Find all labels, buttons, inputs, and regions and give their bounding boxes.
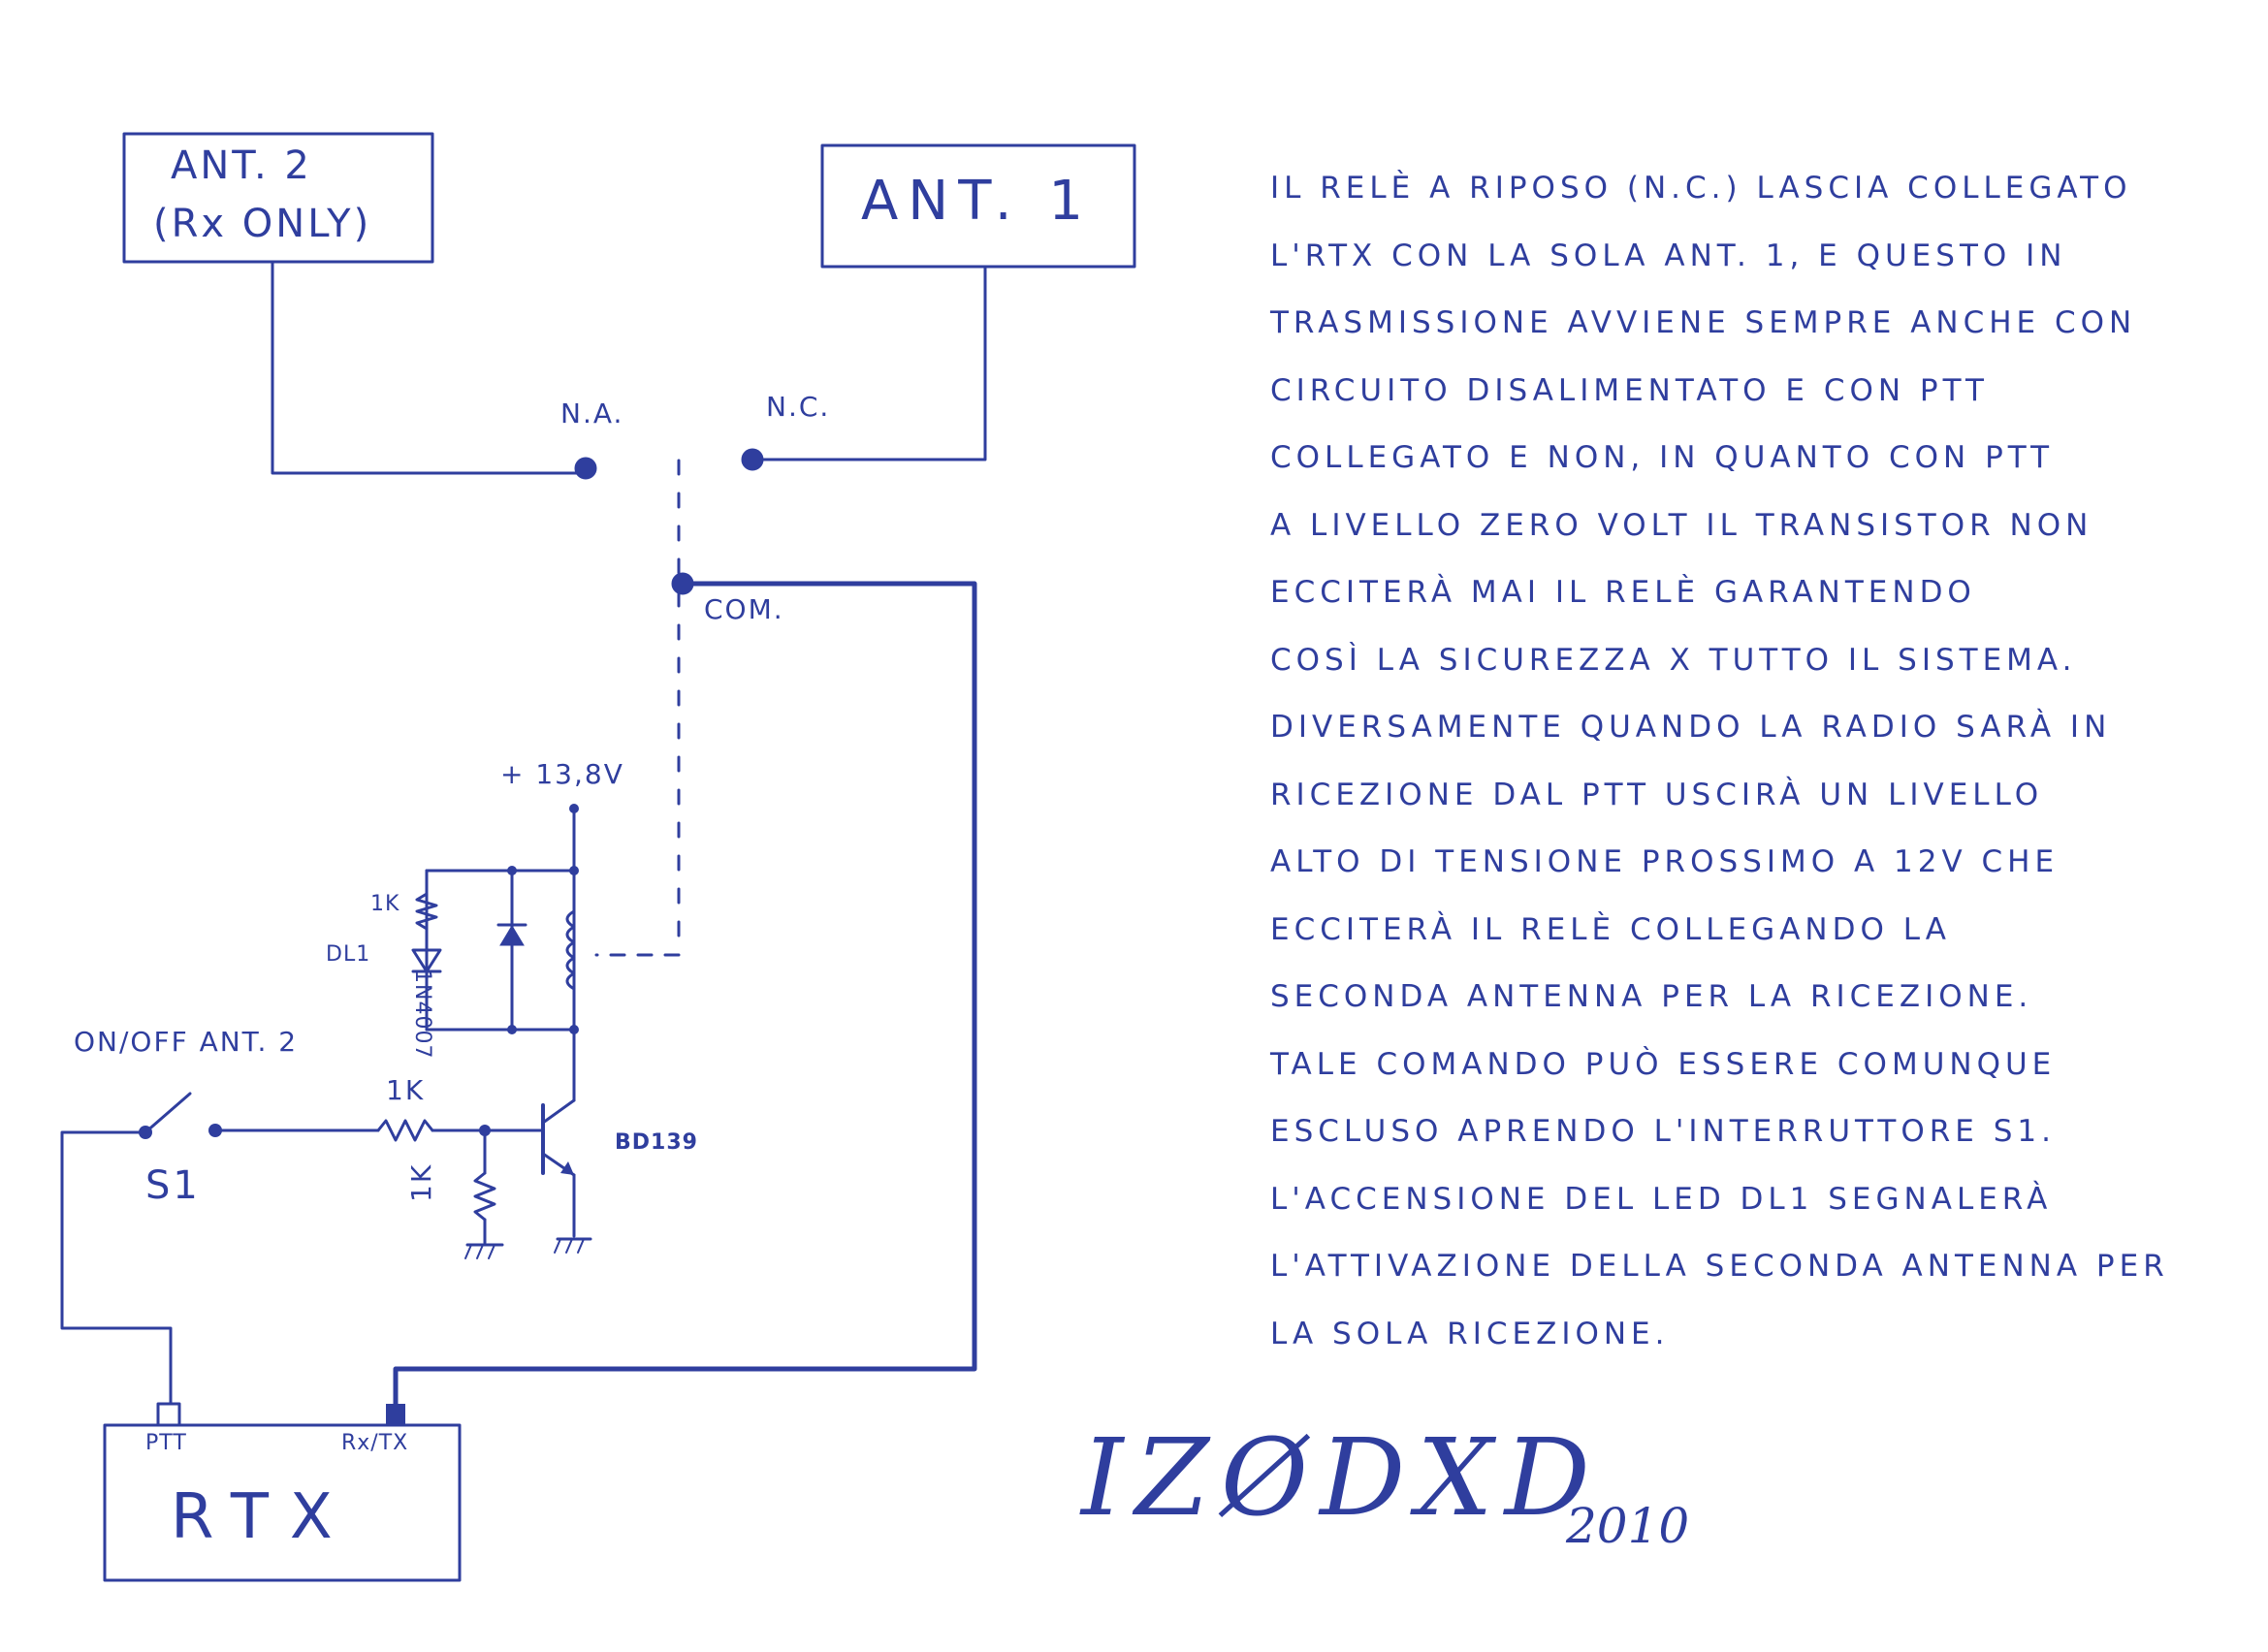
wire-switch-ptt	[60, 1130, 173, 1406]
note-line: ECCITERÀ IL RELÈ COLLEGANDO LA	[1270, 911, 1951, 947]
switch-name-label: S1	[145, 1163, 201, 1208]
rtx-box	[103, 1423, 462, 1582]
diode-label: 1N4007	[410, 969, 434, 1060]
ant2-label-line2: (Rx ONLY)	[153, 202, 372, 246]
rxtx-connector	[386, 1404, 405, 1425]
contact-nc	[741, 448, 764, 471]
note-line: ECCITERÀ MAI IL RELÈ GARANTENDO	[1270, 575, 1976, 610]
wire-com-rtx	[393, 581, 977, 1407]
pulldown-resistor-label: 1K	[405, 1162, 437, 1202]
note-line: COSÌ LA SICUREZZA X TUTTO IL SISTEMA.	[1270, 642, 2077, 678]
wire-ant2-na	[271, 260, 588, 475]
relay-com-label: COM.	[704, 593, 784, 625]
relay-na-label: N.A.	[560, 397, 624, 429]
diode-symbol	[499, 925, 525, 946]
note-line: L'ACCENSIONE DEL LED DL1 SEGNALERÀ	[1270, 1181, 2053, 1217]
relay-coil-symbol	[565, 909, 576, 991]
explanation-notes: IL RELÈ A RIPOSO (N.C.) LASCIA COLLEGATO…	[1270, 155, 2220, 1368]
switch-s1-contact-b	[208, 1124, 222, 1137]
ant1-label: ANT. 1	[861, 170, 1093, 233]
year: 2010	[1566, 1498, 1690, 1554]
author-callsign: IZØDXD	[1081, 1415, 1602, 1540]
note-line: L'ATTIVAZIONE DELLA SECONDA ANTENNA PER	[1270, 1249, 2169, 1284]
note-line: ALTO DI TENSIONE PROSSIMO A 12V CHE	[1270, 844, 2060, 879]
led-label: DL1	[326, 942, 371, 967]
led-resistor-label: 1K	[370, 892, 400, 916]
contact-na	[574, 457, 597, 480]
note-line: LA SOLA RICEZIONE.	[1270, 1316, 1670, 1351]
note-line: CIRCUITO DISALIMENTATO E CON PTT	[1270, 372, 1989, 408]
note-line: COLLEGATO E NON, IN QUANTO CON PTT	[1270, 440, 2055, 475]
note-line: L'RTX CON LA SOLA ANT. 1, E QUESTO IN	[1270, 238, 2067, 273]
note-line: IL RELÈ A RIPOSO (N.C.) LASCIA COLLEGATO	[1270, 171, 2132, 206]
note-line: ESCLUSO APRENDO L'INTERRUTTORE S1.	[1270, 1114, 2056, 1149]
rtx-label: RTX	[171, 1481, 354, 1553]
wire-ant1-nc	[751, 265, 987, 461]
ant2-label-line1: ANT. 2	[171, 143, 312, 188]
note-line: RICEZIONE DAL PTT USCIRÀ UN LIVELLO	[1270, 777, 2044, 812]
pulldown-resistor-symbol	[473, 1171, 496, 1222]
base-resistor-symbol	[376, 1119, 434, 1142]
note-line: DIVERSAMENTE QUANDO LA RADIO SARÀ IN	[1270, 710, 2112, 745]
transistor-label: BD139	[615, 1130, 698, 1155]
switch-label: ON/OFF ANT. 2	[74, 1026, 299, 1058]
ant1-box	[820, 143, 1136, 269]
switch-s1-lever	[144, 1092, 192, 1134]
rtx-rxtx-label: Rx/TX	[341, 1431, 409, 1455]
led-resistor-symbol	[415, 892, 438, 931]
note-line: SECONDA ANTENNA PER LA RICEZIONE.	[1270, 979, 2033, 1014]
ptt-connector	[156, 1402, 181, 1427]
note-line: TRASMISSIONE AVVIENE SEMPRE ANCHE CON	[1270, 305, 2137, 340]
note-line: A LIVELLO ZERO VOLT IL TRANSISTOR NON	[1270, 507, 2093, 543]
relay-nc-label: N.C.	[766, 391, 831, 423]
note-line: TALE COMANDO PUÒ ESSERE COMUNQUE	[1270, 1046, 2057, 1082]
base-resistor-label: 1K	[386, 1074, 426, 1106]
supply-label: + 13,8V	[500, 758, 624, 790]
led-symbol	[411, 948, 442, 973]
ant2-box	[122, 132, 434, 264]
supply-node	[569, 804, 579, 813]
rtx-ptt-label: PTT	[145, 1431, 187, 1455]
